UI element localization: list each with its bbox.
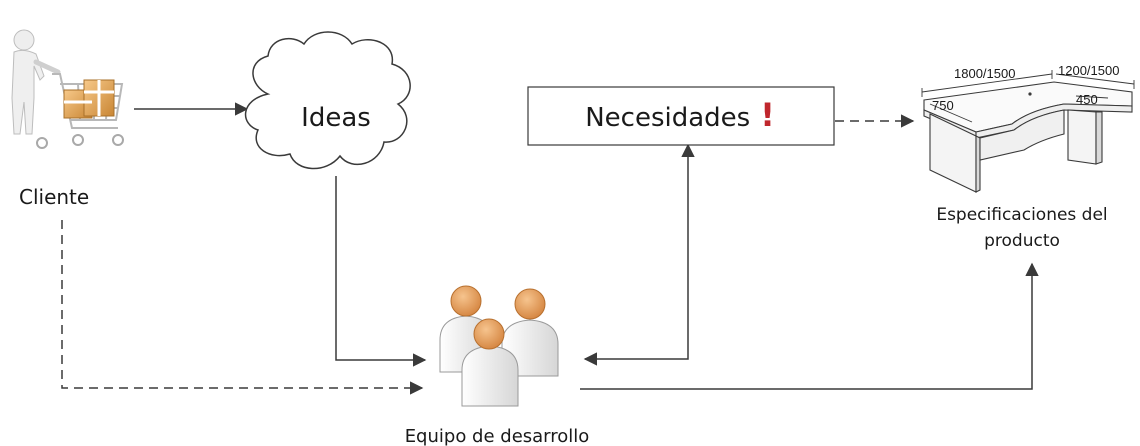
arrow-equipo-necesidades [583,143,695,366]
ideas-label: Ideas [301,103,371,133]
exclamation-icon: ! [760,96,775,134]
cliente-label: Cliente [19,185,89,209]
desk-dim-left-length: 1800/1500 [954,66,1015,81]
equipo-label: Equipo de desarrollo [405,426,590,446]
cloud-icon [244,31,411,170]
desk-dim-right-length: 1200/1500 [1058,63,1119,78]
desk-drawing-icon [921,70,1135,193]
necesidades-text: Necesidades [585,103,750,133]
connectors [61,102,1039,395]
necesidades-label: Necesidades! [585,96,775,134]
especificaciones-label-line2: producto [984,231,1060,251]
necesidades-box [527,86,835,146]
desk-dim-right-depth: 450 [1076,92,1098,107]
desk-dim-left-depth: 750 [932,98,954,113]
arrow-ideas-to-equipo [335,176,427,367]
especificaciones-label-line1: Especificaciones del [936,205,1107,225]
arrow-equipo-to-especificaciones [580,262,1039,390]
arrow-cliente-to-equipo [61,220,424,395]
team-people-icon [439,285,559,407]
shopping-cart-person-icon [11,29,124,149]
